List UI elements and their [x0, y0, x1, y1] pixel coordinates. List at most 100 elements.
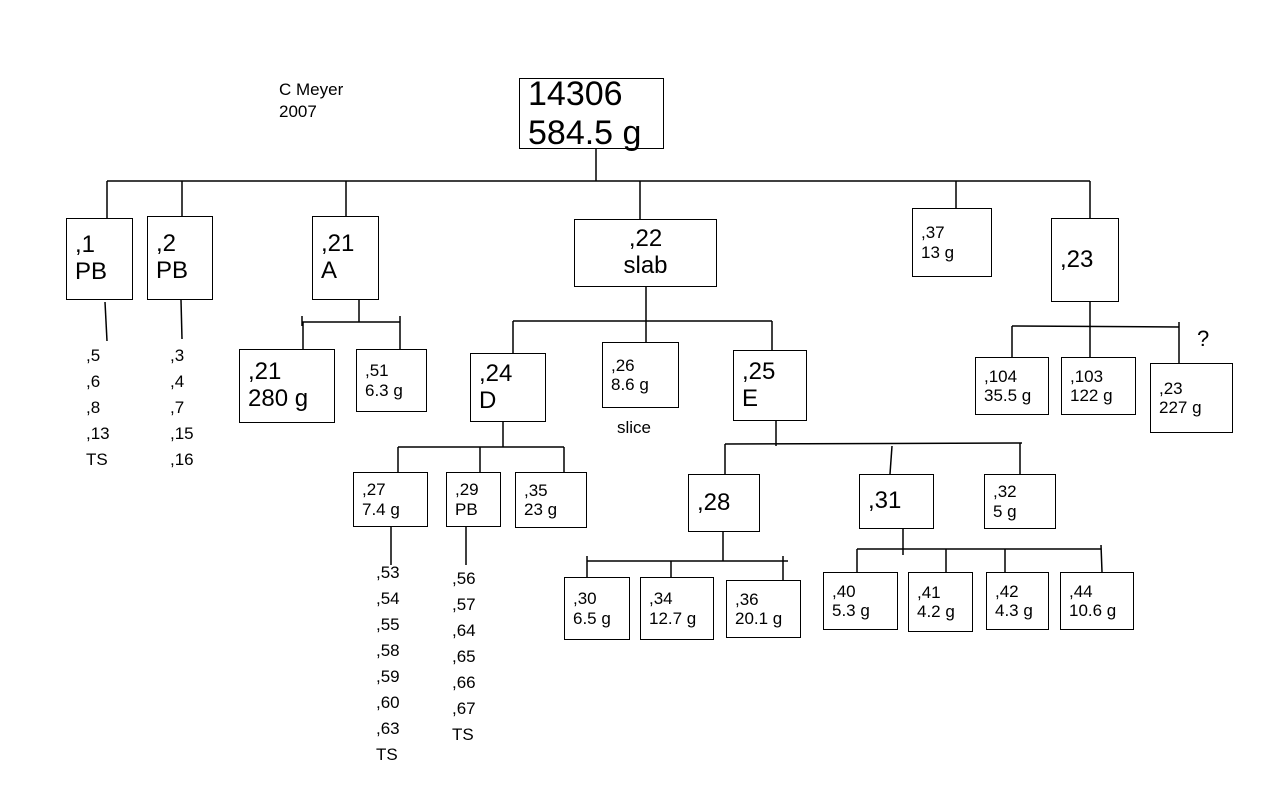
node-label-line: ,30 — [573, 589, 597, 609]
node-label-line: ,26 — [611, 355, 635, 375]
node-label-line: ,41 — [917, 582, 941, 602]
node-label-line: 6.3 g — [365, 380, 403, 400]
node-label-line: ,37 — [921, 223, 945, 243]
node-label-line: 8.6 g — [611, 375, 649, 394]
subsample-list-item: ,60 — [376, 693, 400, 712]
node-label-line: ,28 — [697, 488, 731, 516]
node-label-line: 13 g — [921, 242, 955, 262]
subsample-list-item: ,66 — [452, 673, 476, 692]
node-label-line: A — [321, 257, 338, 284]
connector-line — [104, 301, 108, 342]
subsample-list-item: ,3 — [170, 346, 185, 365]
node-label-line: ,51 — [365, 361, 389, 381]
subsample-list-item: ,6 — [86, 372, 101, 391]
subsample-list-item: ,7 — [170, 398, 185, 417]
connector-line — [889, 445, 893, 475]
node-label-line: ,42 — [995, 581, 1019, 601]
subsample-list-item: ,55 — [376, 615, 400, 634]
author-label: C Meyer — [279, 80, 344, 99]
node-label-line: 5.3 g — [832, 601, 870, 620]
node-label-line: ,1 — [75, 231, 96, 259]
year-label: 2007 — [279, 102, 317, 121]
node-label-line: ,32 — [993, 482, 1017, 502]
node-label-line: ,34 — [649, 589, 673, 609]
node-label-line: 4.2 g — [917, 602, 955, 621]
node-label-line: ,35 — [524, 480, 548, 500]
subsample-list-item: TS — [376, 745, 398, 764]
node-label-line: 584.5 g — [528, 113, 642, 152]
node-label-line: D — [479, 386, 497, 414]
subsample-list-2: ,3,4,7,15,16 — [170, 343, 194, 473]
subsample-list-item: TS — [452, 725, 474, 744]
sample-node-28: ,28 — [688, 474, 760, 532]
node-label-line: ,44 — [1069, 581, 1093, 601]
node-label-line: ,25 — [742, 357, 776, 385]
node-label-line: 35.5 g — [984, 386, 1032, 405]
node-label-line: ,21 — [248, 358, 282, 386]
sample-node-23: ,23 — [1051, 218, 1119, 302]
subsample-list-item: ,53 — [376, 563, 400, 582]
node-label-line: PB — [156, 257, 189, 284]
node-label-line: ,24 — [479, 359, 513, 387]
subsample-list-item: ,57 — [452, 595, 476, 614]
node-label-line: ,22 — [628, 225, 663, 253]
subsample-list-item: ,65 — [452, 647, 476, 666]
connector-line — [1100, 544, 1103, 573]
node-label-line: ,31 — [868, 487, 902, 515]
node-label-line: PB — [455, 499, 478, 519]
node-label-line: 122 g — [1070, 386, 1113, 405]
subsample-list-item: ,58 — [376, 641, 400, 660]
node-label-line: 14306 — [528, 75, 623, 114]
node-label-line: 227 g — [1159, 398, 1202, 417]
node-label-line: 5 g — [993, 501, 1017, 521]
subsample-list-item: ,56 — [452, 569, 476, 588]
subsample-list-item: ,63 — [376, 719, 400, 738]
connector-line — [1011, 325, 1180, 328]
node-label-line: ,23 — [1060, 245, 1094, 273]
connector-line — [724, 442, 1023, 445]
subsample-list-item: TS — [86, 450, 108, 469]
subsample-list-item: ,64 — [452, 621, 476, 640]
sample-node-31: ,31 — [859, 474, 934, 529]
node-label-line: 4.3 g — [995, 601, 1033, 620]
node-label-line: 12.7 g — [649, 608, 697, 628]
node-label-line: 10.6 g — [1069, 601, 1117, 620]
node-label-line: ,40 — [832, 581, 856, 601]
subsample-list-item: ,16 — [170, 450, 194, 469]
node-label-line: 23 g — [524, 500, 558, 519]
node-label-line: ,36 — [735, 589, 759, 609]
subsample-list-item: ,13 — [86, 424, 110, 443]
subsample-list-item: ,59 — [376, 667, 400, 686]
subsample-list-item: ,67 — [452, 699, 476, 718]
node-label-line: ,104 — [984, 366, 1018, 386]
subsample-list-item: ,4 — [170, 372, 185, 391]
node-label-line: PB — [75, 258, 108, 285]
node-label-line: ,103 — [1070, 366, 1104, 386]
node-label-line: ,27 — [362, 480, 386, 500]
slice-label: slice — [617, 418, 652, 437]
